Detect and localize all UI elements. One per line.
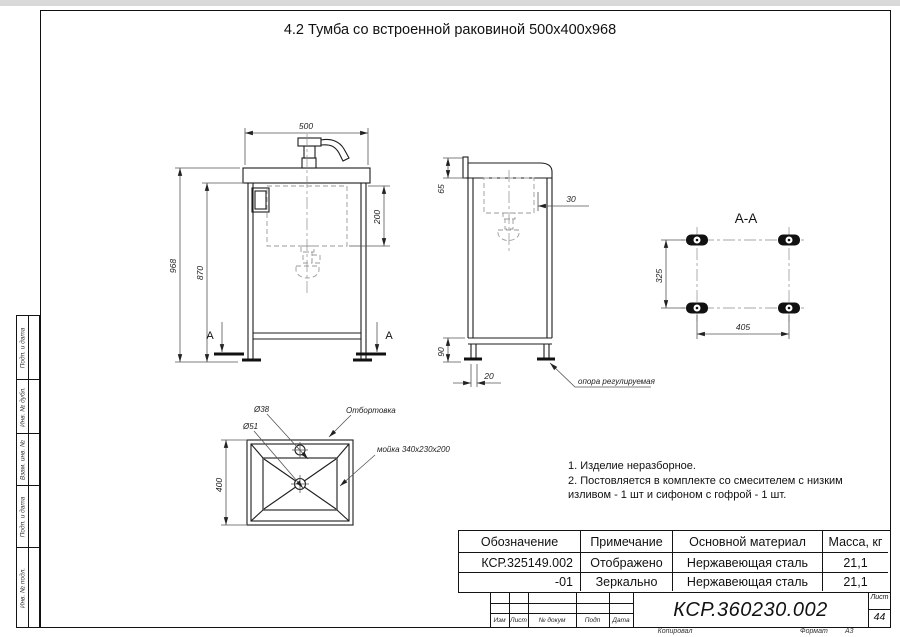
spec-table: Обозначение Примечание Основной материал… (458, 530, 891, 593)
sink-size-label: мойка 340x230x200 (377, 445, 450, 454)
faucet-hole-callout: Ø38 (253, 405, 270, 414)
stamp-divider (17, 316, 29, 379)
section-title: A-A (735, 211, 758, 226)
leg-section-top-left (686, 234, 708, 246)
note-line-1: 1. Изделие неразборное. (568, 460, 696, 472)
titleblock-line (509, 593, 511, 628)
siphon-front (295, 245, 321, 279)
copied-label: Копировал (657, 628, 693, 635)
spec-cell: Нержавеющая сталь (672, 552, 822, 572)
spec-cell: КСР.325149.002 (459, 552, 580, 572)
spec-cell: -01 (459, 572, 580, 591)
drawing-frame (40, 10, 891, 628)
overflow-box (251, 187, 270, 213)
titleblock-line (490, 603, 633, 605)
sheet-label: Лист (870, 594, 889, 601)
margin-stamp: Инв. № дубл. (17, 379, 39, 433)
spec-cell: Зеркально (580, 572, 672, 591)
dim-side-gap: 30 (566, 194, 576, 204)
stamp-divider (17, 434, 29, 485)
titleblock-line (576, 593, 578, 628)
side-view-geometry (462, 156, 555, 361)
drain-hole-callout: Ø51 (242, 422, 258, 431)
spec-cell: 21,1 (822, 552, 888, 572)
format-value: А3 (845, 628, 854, 635)
margin-stamp: Инв. № подл. (17, 547, 39, 627)
sink-hidden-outline (266, 185, 348, 247)
margin-stamp: Взам. инв. № (17, 433, 39, 485)
flange-label: Отбортовка (346, 406, 396, 415)
dim-front-width: 500 (299, 121, 313, 131)
leg-section-top-right (778, 234, 800, 246)
margin-stamp: Подп. и дата (17, 316, 39, 379)
side-view-dimensions: 65 30 90 20 опора регулируемая (436, 157, 656, 388)
dim-leg-offset: 20 (483, 371, 494, 381)
page-edge (0, 0, 900, 6)
top-view-geometry (246, 439, 354, 526)
spec-header-note: Примечание (580, 531, 672, 552)
note-line-2: 2. Постовляется в комплекте со смесителе… (568, 474, 843, 487)
spec-cell: Отображено (580, 552, 672, 572)
revision-col-list: Лист (510, 617, 527, 624)
spec-cell: 21,1 (822, 572, 888, 591)
stamp-label: Подп. и дата (19, 327, 26, 368)
titleblock-line (609, 593, 611, 628)
stamp-divider (17, 380, 29, 433)
drawing-title: 4.2 Тумба со встроенной раковиной 500x40… (283, 22, 617, 38)
revision-col-data: Дата (612, 617, 630, 624)
section-view: A-A (654, 211, 805, 339)
leg-section-bottom-left (686, 302, 708, 314)
front-view-dimensions: 500 968 870 200 A A (168, 121, 393, 363)
titleblock-line (633, 593, 635, 628)
dim-front-inner-height: 870 (195, 266, 205, 280)
dim-section-width: 405 (736, 322, 750, 332)
dim-front-height: 968 (168, 259, 178, 273)
section-letter-left: A (206, 330, 214, 342)
spec-header-designation: Обозначение (480, 534, 559, 549)
leg-section-bottom-right (778, 302, 800, 314)
dim-section-depth: 325 (654, 269, 664, 283)
format-label: Формат (800, 628, 828, 635)
front-view-geometry (242, 134, 372, 362)
spec-cell: Нержавеющая сталь (672, 572, 822, 591)
dim-side-base: 90 (436, 347, 446, 357)
titleblock-line (490, 593, 492, 628)
stamp-label: Подп. и дата (19, 496, 26, 537)
spec-header-material: Основной материал (672, 531, 822, 552)
sheet-number: 44 (873, 611, 886, 623)
titleblock-line (528, 593, 530, 628)
dim-sink-depth: 200 (372, 210, 382, 225)
spec-header-mass: Масса, кг (822, 531, 888, 552)
dim-side-top: 65 (436, 184, 446, 194)
stamp-label: Инв. № дубл. (19, 386, 26, 427)
section-letter-right: A (385, 330, 393, 342)
notes: 1. Изделие неразборное. 2. Постовляется … (568, 459, 868, 503)
document-number: КСР.360230.002 (673, 599, 828, 621)
support-label: опора регулируемая (578, 377, 656, 386)
dim-top-height: 400 (214, 478, 224, 492)
titleblock-line (490, 613, 633, 615)
titleblock-line (868, 609, 891, 611)
siphon-side (497, 212, 520, 241)
titleblock-line (868, 593, 870, 628)
revision-col-podp: Подп (584, 617, 601, 624)
stamp-divider (17, 548, 29, 627)
revision-col-izm: Изм (493, 617, 506, 624)
faucet (297, 137, 350, 169)
stamp-divider (17, 486, 29, 547)
margin-stamp-column: Подп. и дата Инв. № дубл. Взам. инв. № П… (16, 315, 40, 628)
margin-stamp: Подп. и дата (17, 485, 39, 547)
stamp-label: Инв. № подл. (19, 567, 26, 608)
note-line-3: изливом - 1 шт и сифоном с гофрой - 1 шт… (568, 489, 787, 501)
stamp-label: Взам. инв. № (19, 439, 26, 480)
top-view-dimensions: 400 Ø38 Ø51 Отбортовка мойка 340x230x200 (214, 405, 450, 526)
revision-col-docnum: № докум (538, 617, 566, 624)
